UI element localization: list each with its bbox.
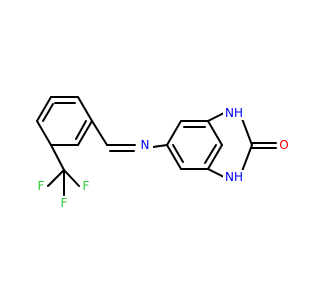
bond	[240, 115, 253, 146]
oxygen-label: O	[279, 138, 288, 152]
bond	[63, 169, 80, 187]
bond	[77, 120, 93, 146]
bond	[47, 169, 65, 187]
bond	[166, 120, 182, 146]
bond	[152, 144, 168, 148]
bond-layer	[36, 96, 277, 196]
bond	[166, 144, 182, 170]
bond	[207, 144, 223, 170]
bond	[50, 144, 65, 171]
fluorine-label-bottom: F	[61, 196, 68, 210]
nh-bottom-label: NH	[225, 170, 243, 184]
molecule-structure: N NH NH O F F F	[35, 96, 291, 210]
bond	[36, 120, 52, 146]
bond	[204, 144, 217, 164]
bond	[75, 120, 87, 140]
fluorine-label-right: F	[83, 179, 90, 193]
bond	[42, 103, 54, 122]
nh-top-label: NH	[225, 106, 243, 120]
bond	[91, 120, 108, 146]
bond	[36, 96, 52, 122]
fluorine-label-left: F	[38, 179, 45, 193]
bond	[77, 96, 93, 122]
bond	[172, 144, 184, 163]
atom-labels: N NH NH O F F F	[35, 106, 291, 210]
bond	[207, 120, 223, 146]
bond	[240, 144, 253, 175]
imine-nitrogen-label: N	[141, 138, 150, 152]
